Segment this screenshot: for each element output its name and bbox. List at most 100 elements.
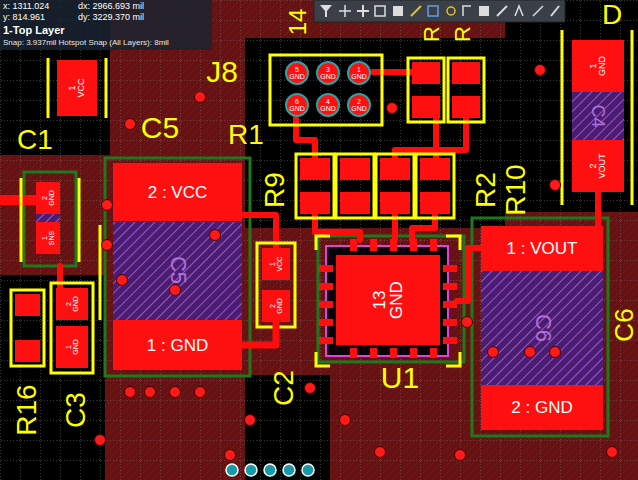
designator: C3 xyxy=(62,392,90,428)
pad-label: 2 : GND xyxy=(511,399,572,416)
designator: C2 xyxy=(270,370,298,406)
pad-label: 2 xyxy=(41,196,48,200)
pad-text-group: 1GND xyxy=(56,326,88,368)
smd-pad: 1VCC xyxy=(262,248,290,280)
pad-label: 3 xyxy=(326,66,330,73)
via xyxy=(387,103,398,114)
silkscreen-outline xyxy=(99,225,102,320)
courtyard-outline xyxy=(472,218,608,436)
via xyxy=(170,285,181,296)
designator: R16 xyxy=(13,384,41,435)
smd-pad: 13GND xyxy=(336,255,440,345)
pad-text-group: 2GND xyxy=(36,182,60,214)
ic-pin xyxy=(443,301,457,308)
toolbar xyxy=(339,5,351,17)
smd-pad: 2GND xyxy=(262,290,290,322)
via xyxy=(488,347,499,358)
silkscreen-outline xyxy=(11,30,632,373)
smd-pad xyxy=(452,62,480,84)
ic-pin xyxy=(319,337,333,344)
smd-pad xyxy=(412,62,440,84)
smd-pad xyxy=(340,192,370,214)
pad-label: 6 xyxy=(295,98,299,105)
courtyard-outline xyxy=(24,158,608,436)
designator: D xyxy=(602,1,622,29)
designator: R1 xyxy=(228,121,264,149)
ic-pin xyxy=(350,348,357,358)
page-dots xyxy=(283,464,295,476)
via xyxy=(195,92,206,103)
smd-pad xyxy=(15,294,40,316)
page-dots xyxy=(245,464,257,476)
pad-label: 1 : VOUT xyxy=(507,240,578,257)
pad-label: GND xyxy=(351,73,367,80)
copper-trace xyxy=(242,322,276,345)
silkscreen-outline xyxy=(336,154,374,218)
courtyard-outline xyxy=(105,158,250,376)
copper-trace xyxy=(395,118,466,158)
through-hole-pad: 5GND xyxy=(285,61,309,85)
ic-pin xyxy=(443,337,457,344)
component-body xyxy=(481,271,603,385)
pad-label: 5 xyxy=(295,66,299,73)
component-body xyxy=(326,246,448,356)
pad-label: 1 xyxy=(68,86,77,91)
pad-text-group: 2VOUT xyxy=(572,140,624,192)
courtyard-outline xyxy=(318,236,464,362)
via xyxy=(607,447,618,458)
pad-label: GND xyxy=(351,105,367,112)
pad-label: 2 xyxy=(589,164,598,169)
toolbar xyxy=(320,5,332,17)
courtyard-outline xyxy=(24,172,76,266)
smd-pad: 1GND xyxy=(572,40,624,92)
pad-label: VCC xyxy=(77,79,86,98)
silkscreen-outline xyxy=(416,154,454,218)
pad-text-group: 1SNS xyxy=(36,222,60,254)
designator: C5 xyxy=(167,256,189,284)
via xyxy=(550,180,561,191)
ic-pin xyxy=(430,239,437,251)
through-hole-pad: 3GND xyxy=(316,61,340,85)
pad-text-group: 1 : GND xyxy=(113,320,242,370)
toolbar xyxy=(314,0,565,22)
component-body xyxy=(36,92,624,385)
pad-label: 1 xyxy=(357,66,361,73)
silkscreen-outline xyxy=(376,154,414,218)
pad-label: VCC xyxy=(276,257,283,272)
component-body xyxy=(572,92,624,140)
via xyxy=(340,415,351,426)
pad-label: 2 xyxy=(269,304,276,308)
copper-trace xyxy=(595,192,601,226)
designator: C5 xyxy=(141,113,179,143)
pad-text-group: 13GND xyxy=(336,255,440,345)
pad-label: VOUT xyxy=(598,154,607,179)
ic-pin xyxy=(319,265,333,272)
toolbar xyxy=(463,6,471,16)
through-hole-pad: 1GND xyxy=(347,61,371,85)
smd-pad: 1SNS xyxy=(36,222,60,254)
ic-pin xyxy=(430,348,437,358)
via xyxy=(195,387,206,398)
smd-pad: 2GND xyxy=(36,182,60,214)
status-text: dy: 3229.370 mil xyxy=(78,13,144,22)
ic-pin xyxy=(370,348,377,358)
ic-pin xyxy=(319,239,457,358)
ic-pin xyxy=(370,239,377,251)
pad-label: GND xyxy=(388,281,405,319)
pad-text-group: 5GND xyxy=(287,63,307,83)
smd-pad xyxy=(420,192,450,214)
toolbar xyxy=(551,6,559,16)
via xyxy=(95,435,106,446)
pad-text-group: 1VCC xyxy=(57,60,97,116)
silkscreen-outline xyxy=(270,55,382,125)
ic-pin xyxy=(443,319,457,326)
pad-label: GND xyxy=(289,105,305,112)
designator: C1 xyxy=(17,126,53,154)
smd-pad xyxy=(340,158,370,180)
designator: C4 xyxy=(589,104,607,127)
designator: R2 xyxy=(472,172,500,208)
